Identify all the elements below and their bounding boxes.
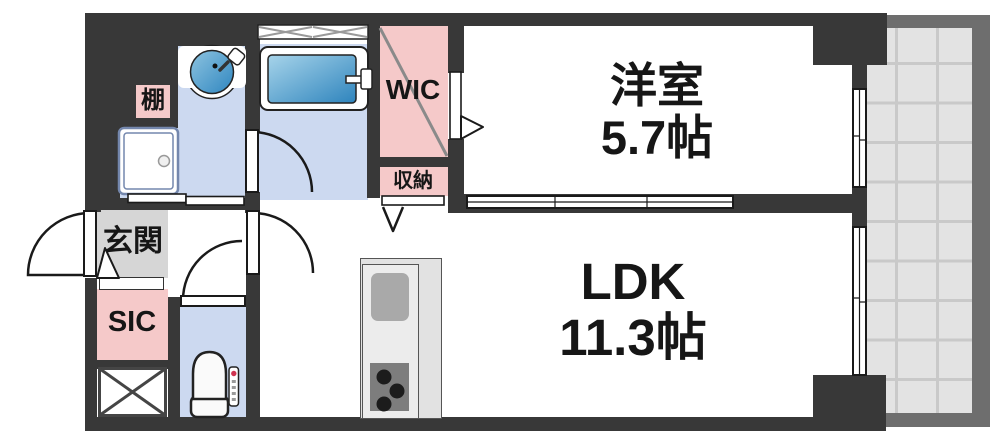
balcony-rail-top — [866, 15, 990, 28]
western-room-label: 洋室 5.7帖 — [460, 52, 854, 172]
wall-wic-right-lower — [448, 139, 464, 198]
ldk-label: LDK 11.3帖 — [420, 250, 846, 370]
wall-left-upper — [85, 13, 101, 212]
sic-floor — [97, 289, 168, 361]
wall-wic-storage-band — [367, 157, 448, 167]
wic-label: WIC — [385, 73, 441, 105]
bathroom-floor — [258, 44, 368, 200]
western-room-name: 洋室 — [610, 59, 704, 113]
balcony-floor — [866, 28, 972, 413]
wall-right-stub-mid — [852, 186, 867, 228]
window-ldk — [852, 226, 867, 376]
wall-top — [85, 13, 887, 26]
wall-band-room-ldk — [448, 194, 857, 213]
window-western-room — [852, 88, 867, 188]
storage-label: 収納 — [393, 170, 433, 192]
wall-bathroom-wic — [367, 13, 380, 198]
wall-stub-bath-door — [245, 192, 260, 213]
storage-floor — [378, 165, 448, 196]
wall-left-lower — [85, 278, 97, 431]
entrance-door — [26, 210, 97, 277]
wall-above-vanity — [178, 26, 246, 46]
wall-under-sic — [97, 360, 168, 369]
washer-pan-icon — [117, 126, 180, 196]
wall-block-top-right — [813, 13, 887, 65]
ldk-door — [246, 210, 315, 275]
wall-wic-right-upper — [448, 26, 464, 73]
toilet-door — [180, 239, 246, 307]
kitchen-stove — [370, 363, 409, 411]
entrance-label: 玄関 — [103, 224, 163, 258]
entrance-step — [99, 277, 164, 290]
ldk-name: LDK — [580, 252, 686, 310]
wall-right-stub-upper — [852, 65, 867, 90]
wall-toilet-left — [168, 297, 180, 417]
kitchen-sink — [371, 273, 409, 321]
pipe-space-box — [98, 367, 167, 417]
storage-folding-door — [381, 195, 445, 233]
wall-washroom-bathroom — [245, 13, 260, 132]
western-room-size: 5.7帖 — [600, 111, 714, 164]
wall-band-under-washroom — [97, 198, 260, 210]
wall-block-bottom-right — [813, 375, 886, 428]
wall-left-of-washer — [101, 128, 120, 200]
wall-bottom — [85, 417, 886, 431]
toilet-floor — [176, 300, 248, 417]
bath-louver-window — [257, 24, 369, 40]
wall-hall-ldk-stub — [246, 274, 260, 417]
shelf-box — [136, 85, 170, 118]
washroom-floor — [175, 40, 247, 200]
balcony-rail-bottom — [866, 413, 990, 427]
balcony-rail-right — [972, 15, 990, 427]
ldk-size: 11.3帖 — [559, 309, 707, 366]
shelf-label: 棚 — [141, 87, 165, 115]
sic-label: SIC — [107, 306, 157, 339]
